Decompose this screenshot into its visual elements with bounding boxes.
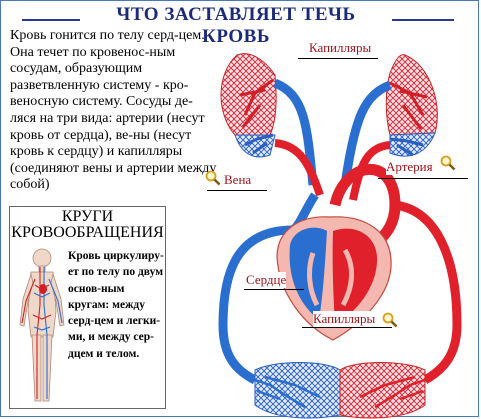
heart bbox=[276, 216, 392, 341]
circulation-panel: КРУГИ КРОВООБРАЩЕНИЯ Кровь циркулиру-ет … bbox=[9, 206, 166, 409]
human-body-illustration bbox=[19, 248, 65, 402]
title-rule-right bbox=[392, 19, 454, 21]
magnifier-icon[interactable] bbox=[205, 170, 221, 186]
page-title: ЧТО ЗАСТАВЛЯЕТ ТЕЧЬ КРОВЬ bbox=[116, 4, 356, 47]
capillaries-top-label: Капилляры bbox=[309, 40, 372, 56]
capillaries-top-leader bbox=[298, 58, 378, 59]
magnifier-icon[interactable] bbox=[382, 312, 398, 328]
magnifier-icon[interactable] bbox=[440, 155, 456, 171]
circulation-panel-text: Кровь циркулиру-ет по телу по двум основ… bbox=[68, 250, 164, 360]
title-row: ЧТО ЗАСТАВЛЯЕТ ТЕЧЬ КРОВЬ bbox=[0, 4, 481, 47]
circulation-panel-title: КРУГИ КРОВООБРАЩЕНИЯ bbox=[11, 208, 164, 241]
title-rule-left bbox=[22, 19, 80, 21]
body-capillaries bbox=[254, 362, 426, 419]
artery-leader bbox=[378, 178, 468, 179]
capillaries-bottom-leader bbox=[302, 327, 392, 328]
capillaries-bottom-label: Капилляры bbox=[313, 311, 376, 327]
left-lung bbox=[220, 53, 277, 158]
vein-label: Вена bbox=[224, 172, 252, 188]
vein-leader bbox=[207, 190, 267, 191]
circulatory-diagram bbox=[218, 53, 462, 419]
intro-paragraph: Кровь гонится по телу серд-цем. Она тече… bbox=[10, 28, 217, 193]
artery-label: Артерия bbox=[386, 159, 433, 175]
heart-leader bbox=[244, 289, 304, 290]
heart-label: Сердце bbox=[246, 272, 287, 288]
right-lung bbox=[385, 54, 438, 157]
